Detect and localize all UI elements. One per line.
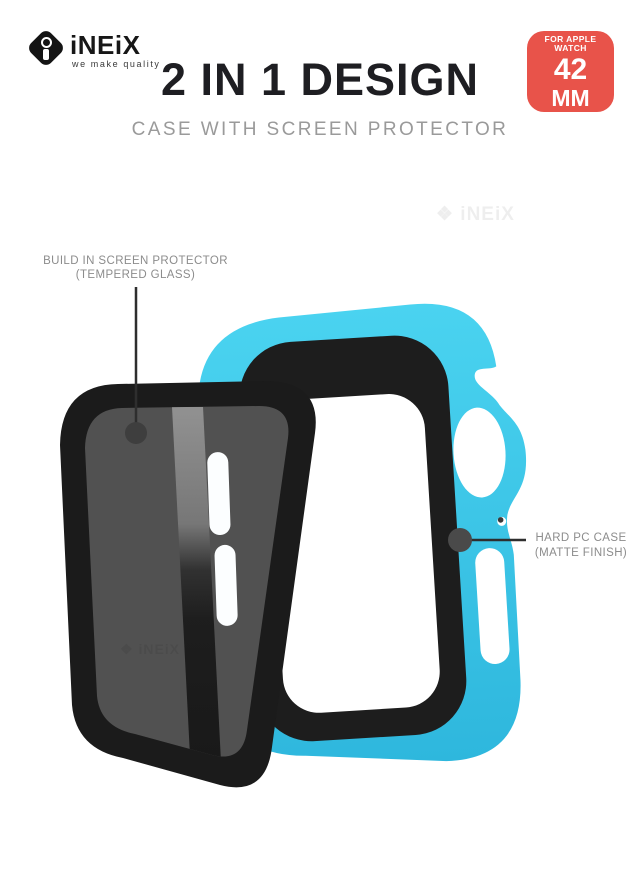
page-title: 2 IN 1 DESIGN xyxy=(160,54,480,105)
annotation-screen-protector: BUILD IN SCREEN PROTECTOR (TEMPERED GLAS… xyxy=(18,254,253,282)
annotation-left-line1: BUILD IN SCREEN PROTECTOR xyxy=(43,255,228,267)
brand-name: iNEiX xyxy=(70,30,141,60)
badge-size: 42 xyxy=(553,52,588,86)
case-screen-opening xyxy=(268,394,440,713)
annotation-dot-right xyxy=(448,528,472,552)
glass-highlight-pill-2 xyxy=(214,544,238,626)
annotation-pc-case: HARD PC CASE (MATTE FINISH) xyxy=(524,531,638,561)
badge-line1: FOR APPLE xyxy=(544,33,597,44)
watermark-top: ❖ iNEiX xyxy=(436,204,515,225)
badge-unit: MM xyxy=(551,84,590,111)
annotation-right-line2: (MATTE FINISH) xyxy=(534,547,628,559)
logo-ring-icon xyxy=(40,36,52,48)
annotation-left-line2: (TEMPERED GLASS) xyxy=(75,269,196,281)
brand-tagline: we make quality xyxy=(72,59,161,69)
side-button-cutout xyxy=(475,548,510,664)
glass-highlight-pill-1 xyxy=(207,452,231,536)
size-badge: FOR APPLE WATCH 42 MM xyxy=(527,31,614,112)
annotation-dot-left xyxy=(125,422,147,444)
microphone-hole-shadow xyxy=(497,517,504,523)
watermark-glass: ❖ iNEiX xyxy=(120,641,181,657)
page-subtitle: CASE WITH SCREEN PROTECTOR xyxy=(131,119,509,140)
screen-protector-graphic xyxy=(60,381,316,788)
badge-line2: WATCH xyxy=(554,43,587,53)
glass-reflection-band xyxy=(172,407,221,757)
brand-logo: iNEiX we make quality xyxy=(26,28,186,74)
digital-crown-cutout xyxy=(453,407,506,498)
annotation-right-line1: HARD PC CASE xyxy=(535,532,627,544)
